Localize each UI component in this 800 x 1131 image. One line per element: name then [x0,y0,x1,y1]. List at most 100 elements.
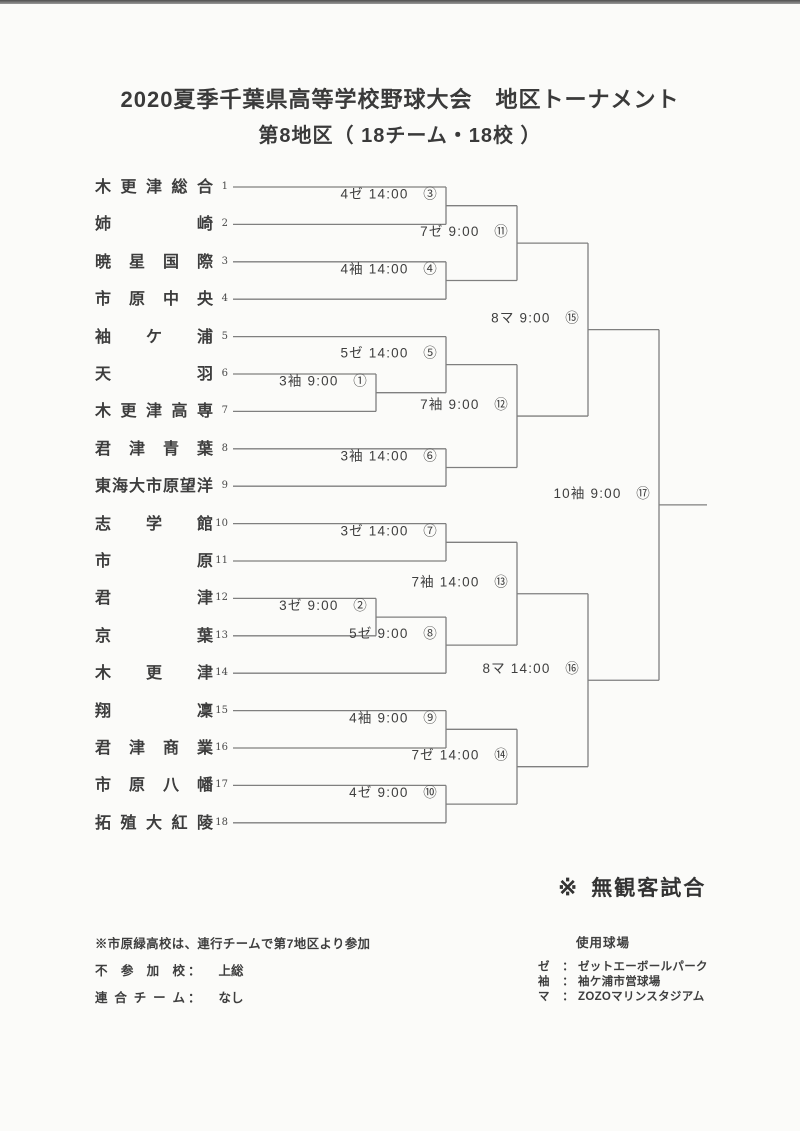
team-seed: 13 [215,629,228,641]
non-participating-colon: ： [188,964,201,978]
match-label: 5ゼ 14:00 ⑤ [340,346,438,361]
team-seed: 18 [215,816,228,828]
team-seed: 2 [221,218,228,230]
match-label: 4袖 9:00 ⑨ [349,710,438,725]
match-label: 7ゼ 14:00 ⑭ [411,748,509,763]
team-row: 東海大市原望洋 9 [0,475,260,497]
team-row: 市原中央 4 [0,288,260,310]
team-row: 袖ケ浦 5 [0,326,260,348]
venue-code: 袖 [538,976,550,988]
venue-legend: 使用球場 ゼ ： ゼットエーボールパーク袖 ： 袖ケ浦市営球場マ ： ZOZOマリンスタジア… [538,932,778,1005]
page-subtitle: 第8地区（ 18チーム・18校 ） [258,125,542,147]
venue-rows: ゼ ： ゼットエーボールパーク袖 ： 袖ケ浦市営球場マ ： ZOZOマリンスタジアム [538,960,778,1005]
match-label: 3袖 9:00 ① [279,374,368,389]
team-name: 木更津総合 [95,177,213,196]
reference-mark-icon: ※ [558,873,578,900]
match-label: 8マ 9:00 ⑮ [491,311,580,326]
match-label: 3ゼ 14:00 ⑦ [340,523,438,538]
district-footnote: ※市原緑高校は、連行チームで第7地区より参加 [95,937,371,951]
venue-row: ゼ ： ゼットエーボールパーク [538,960,778,975]
combined-team-value: なし [218,991,244,1005]
match-label: 3袖 14:00 ⑥ [340,449,438,464]
match-label: 7ゼ 9:00 ⑪ [420,224,509,239]
combined-team-label: 連合チーム [95,991,185,1005]
team-seed: 4 [221,293,228,305]
venue-name: ZOZOマリンスタジアム [578,991,705,1003]
venue-colon: ： [562,976,574,988]
team-name: 京葉 [95,625,213,645]
team-seed: 1 [221,181,228,192]
match-label: 5ゼ 9:00 ⑧ [349,626,438,641]
venue-name: 袖ケ浦市営球場 [578,976,661,988]
team-name: 市原中央 [95,289,213,309]
team-row: 君津青葉 8 [0,438,260,460]
team-name: 市原八幡 [95,775,213,795]
team-seed: 12 [215,592,228,604]
team-seed: 6 [221,368,228,379]
match-label: 4ゼ 9:00 ⑩ [349,785,438,800]
team-seed: 3 [221,255,228,267]
team-seed: 17 [215,779,228,791]
team-name: 翔凜 [95,700,213,720]
non-participating-value: 上総 [218,964,244,978]
match-label: 3ゼ 9:00 ② [279,598,368,613]
team-name: 東海大市原望洋 [95,476,213,496]
team-seed: 9 [221,480,228,492]
team-name: 木更津高専 [95,401,213,421]
match-label: 4袖 14:00 ④ [340,262,438,277]
venue-code: ゼ [538,961,550,973]
team-name: 木更津 [95,663,213,683]
team-seed: 8 [221,442,228,454]
venue-row: 袖 ： 袖ケ浦市営球場 [538,975,778,990]
scan-top-edge [0,0,800,4]
team-seed: 14 [215,667,228,679]
combined-team-colon: ： [188,991,201,1005]
venue-colon: ： [562,991,574,1003]
match-label: 4ゼ 14:00 ③ [340,187,438,202]
venue-legend-header: 使用球場 [576,936,631,950]
no-spectators-text: 無観客試合 [591,877,707,900]
match-label: 8マ 14:00 ⑯ [482,661,580,676]
team-row: 木更津総合 1 [0,176,260,198]
team-name: 袖ケ浦 [95,326,213,346]
team-seed: 10 [215,517,228,529]
team-seed: 15 [215,704,228,716]
match-label: 10袖 9:00 ⑰ [553,486,651,501]
venue-row: マ ： ZOZOマリンスタジアム [538,990,778,1005]
no-spectators-note: ※ 無観客試合 [558,872,706,902]
team-seed: 16 [215,742,228,753]
venue-name: ゼットエーボールパーク [578,961,708,973]
team-name: 君津商業 [95,738,213,757]
team-row: 天羽 6 [0,363,260,385]
non-participating-row: 不参加校 ： 上総 [95,960,244,979]
team-name: 拓殖大紅陵 [95,812,213,832]
team-name: 天羽 [95,364,213,383]
match-label: 7袖 9:00 ⑫ [420,397,509,412]
team-name: 暁星国際 [95,251,213,271]
team-seed: 5 [221,330,228,342]
team-row: 暁星国際 3 [0,251,260,273]
team-row: 木更津高専 7 [0,400,260,422]
match-label: 7袖 14:00 ⑬ [411,575,509,590]
team-seed: 11 [215,555,228,566]
team-seed: 7 [221,405,228,417]
team-name: 君津青葉 [95,438,213,458]
venue-colon: ： [562,961,574,973]
team-row: 姉崎 2 [0,213,260,235]
team-name: 市原 [95,551,213,570]
page-title: 2020夏季千葉県高等学校野球大会 地区トーナメント [120,87,680,112]
team-name: 君津 [95,588,213,608]
combined-team-row: 連合チーム ： なし [95,987,244,1006]
team-name: 姉崎 [95,214,213,234]
venue-code: マ [538,991,550,1003]
team-name: 志学館 [95,513,213,533]
